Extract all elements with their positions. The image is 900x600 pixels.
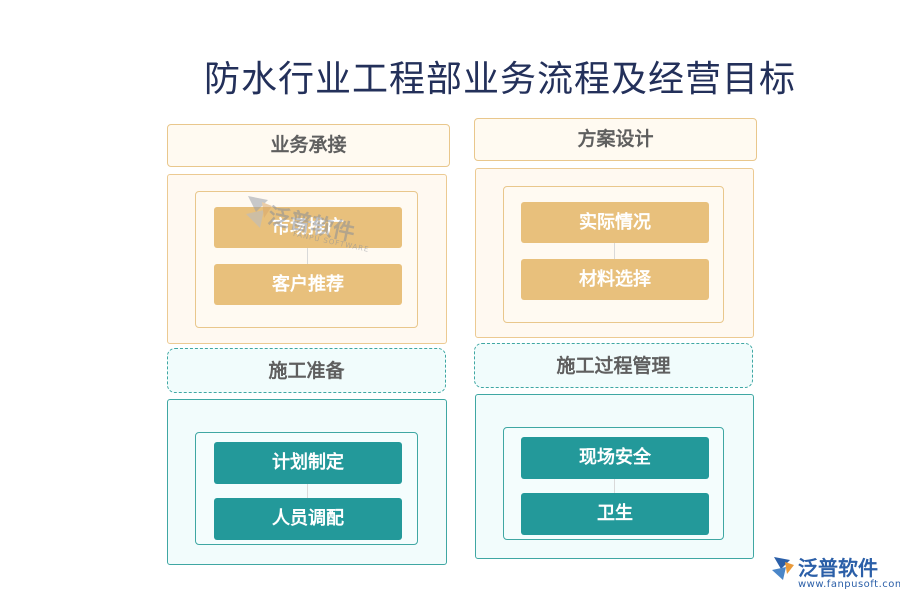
node-staff-allocation: 人员调配 — [214, 498, 402, 540]
diagram-title: 防水行业工程部业务流程及经营目标 — [203, 59, 796, 100]
node-hygiene: 卫生 — [521, 493, 709, 535]
node-site-safety: 现场安全 — [521, 437, 709, 479]
group-header-construction-prep: 施工准备 — [167, 348, 446, 393]
node-market-promotion: 市场推广 — [214, 207, 402, 248]
connector-line — [307, 484, 308, 498]
connector-line — [614, 479, 615, 493]
connector-line — [614, 243, 615, 259]
fanpu-logo-icon — [772, 557, 794, 580]
fanpu-logo: 泛普软件 www.fanpusoft.com — [770, 552, 900, 592]
group-header-business-intake: 业务承接 — [167, 124, 450, 167]
group-header-plan-design: 方案设计 — [474, 118, 757, 161]
fanpu-watermark-icon — [246, 196, 272, 228]
node-actual-situation: 实际情况 — [521, 202, 709, 243]
logo-name: 泛普软件 — [798, 556, 878, 580]
fanpu-watermark: 泛普软件 FANPU SOFTWARE — [242, 190, 372, 254]
logo-url: www.fanpusoft.com — [798, 579, 900, 590]
connector-line — [307, 248, 308, 264]
node-plan-making: 计划制定 — [214, 442, 402, 484]
node-material-selection: 材料选择 — [521, 259, 709, 300]
node-customer-referral: 客户推荐 — [214, 264, 402, 305]
group-header-construction-management: 施工过程管理 — [474, 343, 753, 388]
